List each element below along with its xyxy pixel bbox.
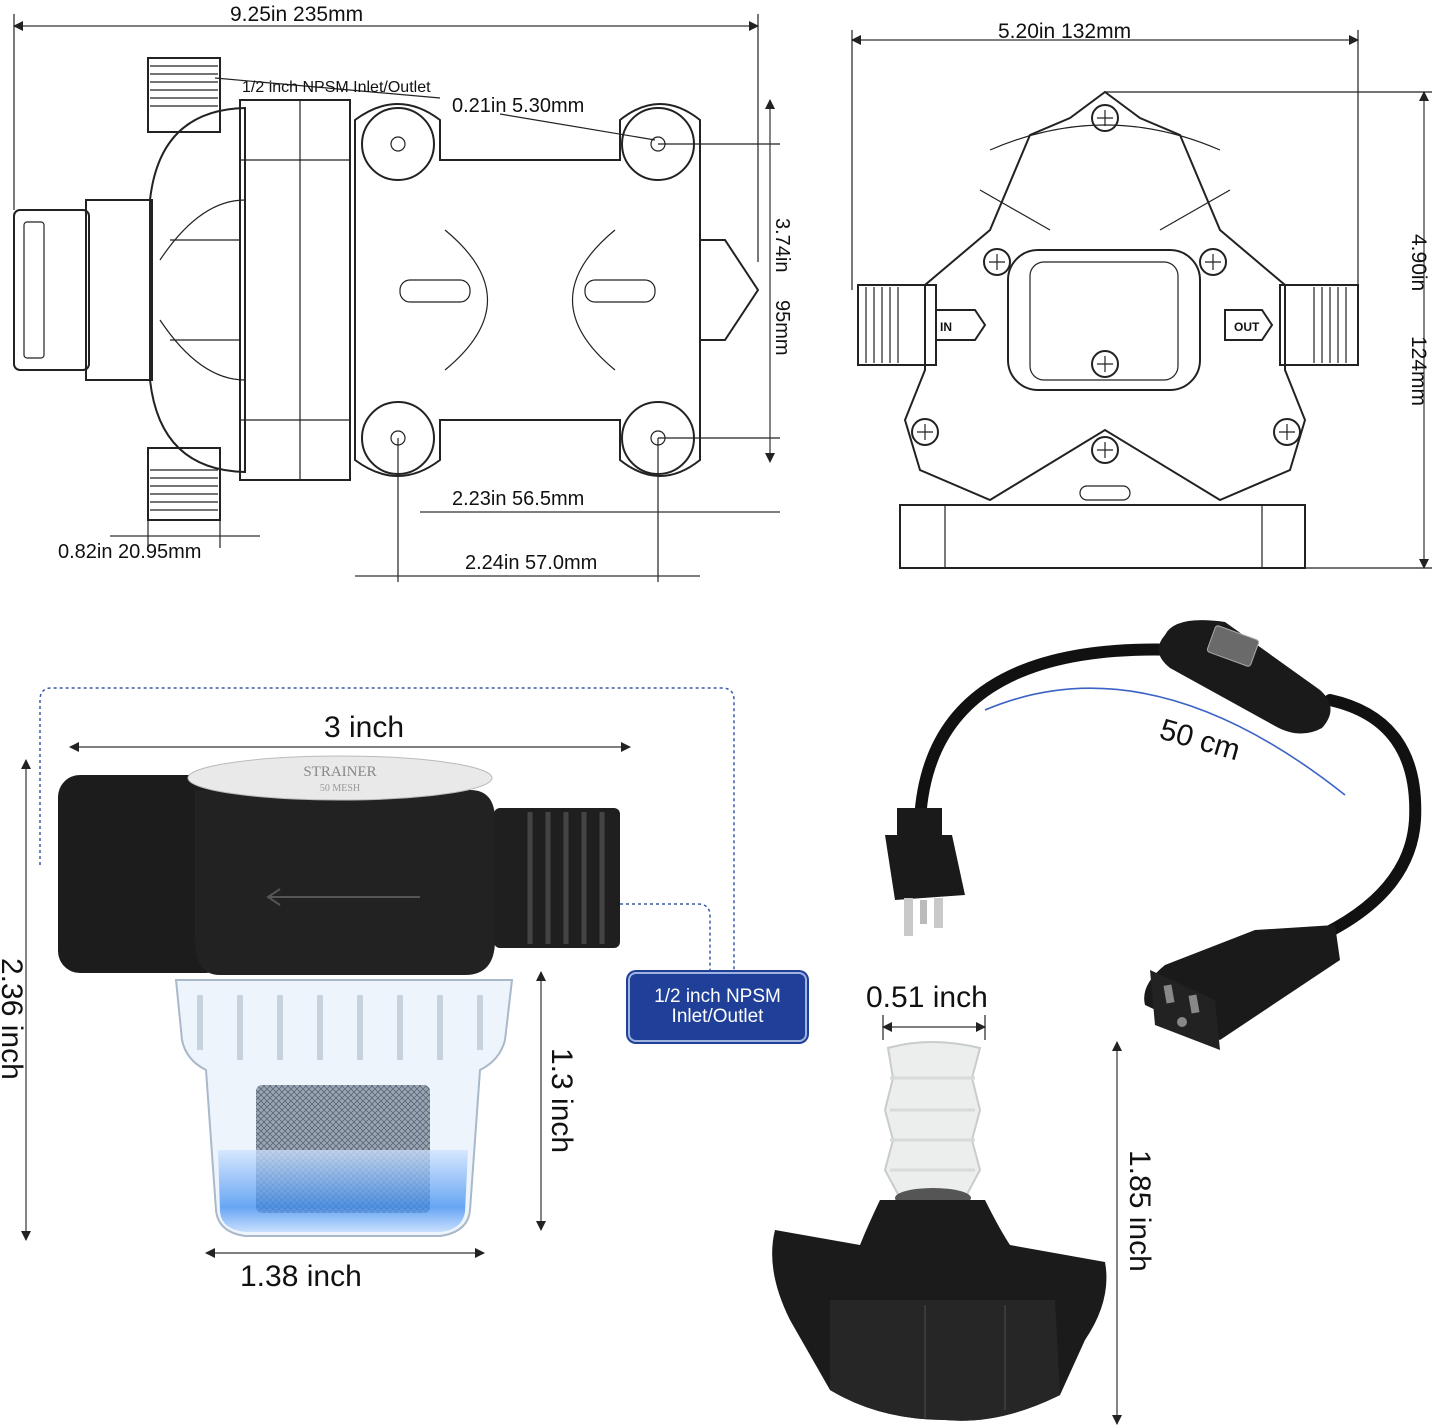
overall-length-label: 9.25in 235mm	[230, 3, 363, 26]
pump-base	[899, 504, 1306, 569]
port-leader-dashed	[39, 687, 735, 990]
mount-hole-label: 0.21in 5.30mm	[452, 95, 584, 117]
screw-low-right	[1273, 418, 1301, 446]
cord-right	[1294, 694, 1422, 951]
in-arrow-label: IN	[940, 320, 952, 334]
in-arrow	[935, 309, 987, 341]
screw-mid-right	[1199, 248, 1227, 276]
pump-housing	[903, 90, 1307, 502]
port-label-badge: 1/2 inch NPSM Inlet/Outlet	[628, 972, 807, 1042]
bowl-height: 1.3 inch	[545, 1048, 578, 1153]
front-height-mm: 124mm	[1407, 336, 1430, 406]
front-width-label: 5.20in 132mm	[998, 20, 1131, 43]
hose-barb	[883, 1041, 982, 1199]
screw-top	[1091, 104, 1119, 132]
center-plate	[1007, 249, 1201, 391]
male-plug	[885, 808, 965, 936]
port-callout-label: 1/2 inch NPSM Inlet/Outlet	[242, 79, 431, 96]
threaded-port-top	[147, 57, 221, 133]
motor-end-cap	[13, 209, 90, 371]
strainer: 3 inch 2.36 inch 1.3 inch 1.38 inch STRA…	[0, 687, 735, 1293]
out-arrow	[1224, 309, 1274, 341]
mount-spacing-a: 2.23in 56.5mm	[452, 488, 584, 510]
threaded-port-bottom	[147, 447, 221, 521]
pump-head	[239, 99, 351, 481]
female-socket	[1144, 925, 1340, 1050]
pump-front-view: 5.20in 132mm 4.90in 124mm	[851, 20, 1432, 569]
pump-side-view: 9.25in 235mm	[13, 3, 793, 582]
adapter-height: 1.85 inch	[1123, 1150, 1156, 1272]
inline-switch	[1158, 620, 1331, 734]
mount-height-mm: 95mm	[771, 300, 793, 356]
mounting-bracket	[354, 103, 701, 477]
strainer-outlet-thread	[494, 808, 620, 948]
out-arrow-label: OUT	[1234, 320, 1260, 334]
port-label-line1: 1/2 inch NPSM	[654, 986, 781, 1007]
strainer-housing	[195, 790, 495, 975]
cord-length: 50 cm	[1156, 713, 1244, 767]
strainer-height: 2.36 inch	[0, 958, 28, 1080]
bowl-width: 1.38 inch	[240, 1260, 362, 1293]
rocker-switch-icon	[1206, 625, 1260, 667]
cap-text: STRAINER	[303, 764, 376, 780]
motor-body	[149, 106, 246, 474]
screw-bottom	[1091, 436, 1119, 464]
hose-adapter: 0.51 inch 1.85 inch	[772, 981, 1156, 1425]
strainer-inlet-body	[58, 775, 228, 973]
outlet-thread	[1279, 284, 1359, 366]
screw-mid-left	[983, 248, 1011, 276]
pressure-switch	[699, 239, 760, 341]
port-label-line2: Inlet/Outlet	[671, 1006, 764, 1027]
strainer-cap	[187, 755, 493, 801]
port-callout-leader	[214, 77, 441, 99]
front-height-in: 4.90in	[1407, 234, 1430, 291]
screw-low-left	[911, 418, 939, 446]
flow-arrow-icon	[266, 888, 420, 906]
mesh-text: 50 MESH	[320, 783, 360, 794]
cord-length-arc	[984, 687, 1346, 796]
cord-left	[914, 643, 1186, 826]
barb-diameter: 0.51 inch	[866, 981, 988, 1014]
screw-center	[1091, 350, 1119, 378]
mount-spacing-b: 2.24in 57.0mm	[465, 552, 597, 574]
power-cord: 50 cm	[885, 620, 1422, 1050]
mount-height-in: 3.74in	[771, 218, 793, 273]
motor-collar	[85, 199, 153, 381]
port-width: 0.82in 20.95mm	[58, 541, 201, 563]
mount-hole-top-left	[361, 107, 435, 181]
strainer-length: 3 inch	[324, 711, 404, 744]
